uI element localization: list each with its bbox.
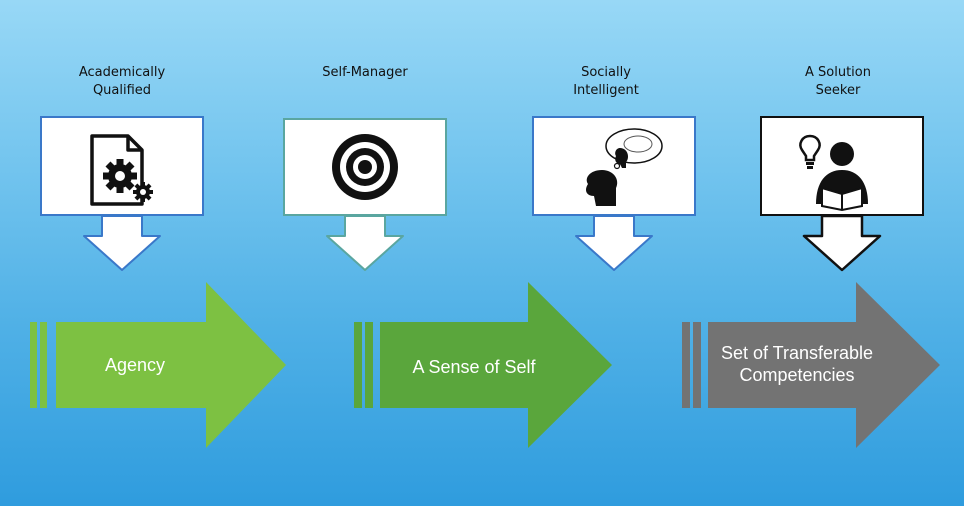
document-gears-icon (90, 134, 153, 206)
outcome-label-agency: Agency (104, 355, 166, 375)
thinking-head-icon (586, 128, 663, 206)
step-card-academically-qualified (40, 116, 204, 216)
outcome-arrow-transferable-competencies (682, 282, 940, 448)
step-label-self-manager: Self-Manager (322, 65, 408, 80)
target-icon (332, 134, 398, 200)
step-label-solution-seeker: A Solution Seeker (805, 65, 871, 98)
down-arrow-3 (575, 215, 653, 271)
outcome-arrow-sense-of-self (354, 282, 612, 448)
down-arrow-4 (802, 214, 882, 272)
step-card-self-manager (283, 118, 447, 216)
step-label-academically-qualified: Academically Qualified (78, 65, 166, 98)
outcome-label-sense-of-self: A Sense of Self (412, 357, 536, 377)
down-arrow-2 (326, 215, 404, 271)
step-card-solution-seeker (760, 116, 924, 216)
down-arrow-1 (83, 215, 161, 271)
person-lightbulb-icon (799, 134, 868, 212)
step-label-socially-intelligent: Socially Intelligent (573, 65, 639, 98)
outcome-label-transferable-competencies: Set of Transferable Competencies (720, 343, 874, 385)
outcome-arrow-agency (30, 282, 286, 448)
step-card-socially-intelligent (532, 116, 696, 216)
